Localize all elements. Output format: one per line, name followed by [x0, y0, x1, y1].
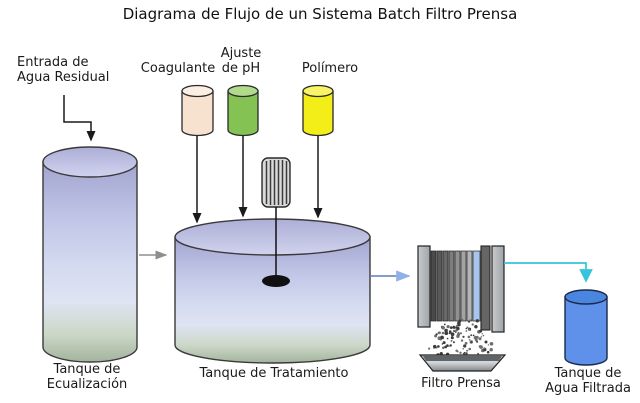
filter-press [417, 245, 505, 333]
inlet-label: Entrada de Agua Residual [17, 55, 109, 85]
filter-press-label: Filtro Prensa [421, 376, 501, 391]
press-plates [430, 250, 481, 322]
sludge-tray [418, 354, 507, 372]
equalization-label-line2: Ecualización [46, 377, 128, 392]
press-plate-filtrate [472, 250, 481, 322]
treatment-tank-label: Tanque de Tratamiento [199, 366, 349, 381]
equalization-tank-label: Tanque de Ecualización [47, 362, 128, 392]
filtrate-line [504, 262, 593, 283]
inlet-label-line2: Agua Residual [17, 70, 110, 85]
press-head-plate [480, 245, 491, 331]
mixer-impeller [262, 275, 290, 287]
sludge-particles [428, 318, 494, 357]
filtered-label-line1: Tanque de [554, 366, 622, 381]
press-end-plate-right [491, 245, 505, 333]
coagulant-cylinder [181, 84, 214, 137]
polymer-label: Polímero [301, 61, 359, 76]
motor-fins [265, 160, 288, 205]
filtered-water-tank [564, 289, 608, 366]
inlet-label-line1: Entrada de [17, 55, 89, 70]
equalization-label-line1: Tanque de [53, 362, 121, 377]
inlet-arrow [63, 95, 96, 142]
treatment-tank [174, 218, 371, 364]
polymer-cylinder [302, 84, 334, 137]
ph-cylinder [227, 84, 259, 137]
diagram-title: Diagrama de Flujo de un Sistema Batch Fi… [122, 5, 518, 23]
coagulant-label: Coagulante [140, 61, 216, 76]
ph-label-line2: de pH [221, 61, 261, 76]
filtered-label-line2: Agua Filtrada [545, 381, 631, 396]
equalization-tank [42, 146, 138, 363]
ph-label-line1: Ajuste [220, 46, 262, 61]
ph-label: Ajuste de pH [221, 46, 262, 76]
press-end-plate-left [417, 245, 431, 328]
mixer-motor [261, 157, 291, 208]
filtered-tank-label: Tanque de Agua Filtrada [545, 366, 631, 396]
